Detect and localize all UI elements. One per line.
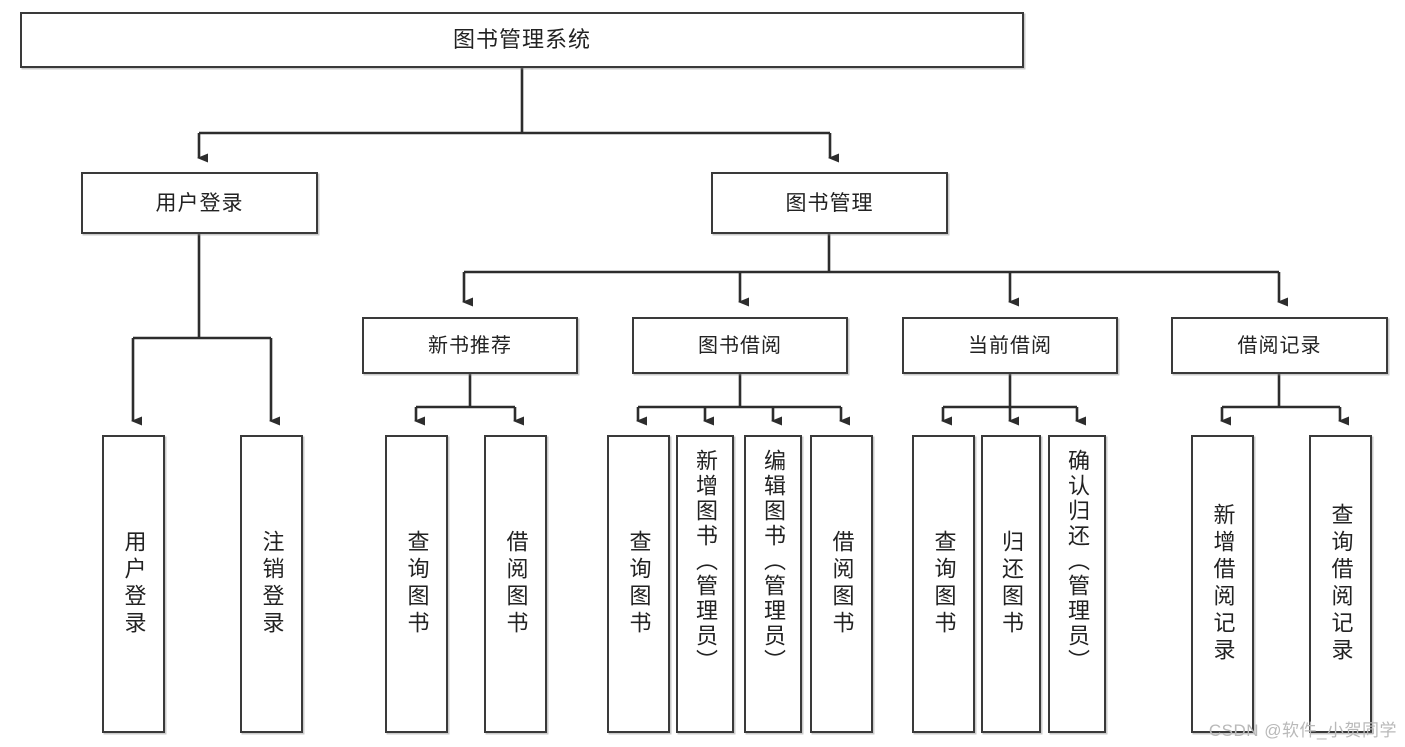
leaf-current-query[interactable]: 查询图书 (912, 435, 975, 733)
leaf-newbook-query[interactable]: 查询图书 (385, 435, 448, 733)
node-root[interactable]: 图书管理系统 (20, 12, 1024, 68)
leaf-borrow-query-label: 查询图书 (626, 530, 652, 638)
node-book-management[interactable]: 图书管理 (711, 172, 948, 234)
node-root-label: 图书管理系统 (452, 27, 591, 52)
leaf-current-return-label: 归还图书 (999, 530, 1024, 638)
leaf-user-logout-label: 注销登录 (259, 530, 285, 638)
leaf-current-confirm-return-label: 确认归还（管理员） (1065, 449, 1090, 674)
node-new-book-recommend[interactable]: 新书推荐 (362, 317, 578, 374)
node-book-borrow-label: 图书借阅 (698, 334, 782, 357)
node-borrow-records[interactable]: 借阅记录 (1171, 317, 1388, 374)
leaf-borrow-edit-book[interactable]: 编辑图书（管理员） (744, 435, 802, 733)
node-new-book-recommend-label: 新书推荐 (428, 334, 512, 357)
node-book-borrow[interactable]: 图书借阅 (632, 317, 848, 374)
leaf-current-confirm-return[interactable]: 确认归还（管理员） (1048, 435, 1106, 733)
leaf-records-add[interactable]: 新增借阅记录 (1191, 435, 1254, 733)
leaf-user-logout[interactable]: 注销登录 (240, 435, 303, 733)
leaf-newbook-borrow-label: 借阅图书 (503, 530, 529, 638)
leaf-newbook-borrow[interactable]: 借阅图书 (484, 435, 547, 733)
leaf-newbook-query-label: 查询图书 (404, 530, 430, 638)
watermark-text: CSDN @软件_小贺同学 (1208, 721, 1397, 740)
leaf-borrow-query[interactable]: 查询图书 (607, 435, 670, 733)
leaf-current-query-label: 查询图书 (931, 530, 957, 638)
node-borrow-records-label: 借阅记录 (1237, 334, 1322, 357)
leaf-records-add-label: 新增借阅记录 (1210, 503, 1236, 665)
leaf-current-return[interactable]: 归还图书 (981, 435, 1041, 733)
node-current-borrow[interactable]: 当前借阅 (902, 317, 1118, 374)
leaf-borrow-borrow-book-label: 借阅图书 (829, 530, 855, 638)
leaf-borrow-add-book-label: 新增图书（管理员） (693, 449, 718, 674)
node-book-management-label: 图书管理 (785, 191, 874, 215)
node-user-login[interactable]: 用户登录 (81, 172, 318, 234)
leaf-borrow-edit-book-label: 编辑图书（管理员） (761, 449, 786, 674)
leaf-records-query-label: 查询借阅记录 (1328, 503, 1354, 665)
leaf-records-query[interactable]: 查询借阅记录 (1309, 435, 1372, 733)
leaf-borrow-add-book[interactable]: 新增图书（管理员） (676, 435, 734, 733)
leaf-user-login-label: 用户登录 (121, 530, 147, 638)
leaf-borrow-borrow-book[interactable]: 借阅图书 (810, 435, 873, 733)
leaf-user-login[interactable]: 用户登录 (102, 435, 165, 733)
node-current-borrow-label: 当前借阅 (968, 334, 1052, 357)
node-user-login-label: 用户登录 (155, 191, 244, 215)
